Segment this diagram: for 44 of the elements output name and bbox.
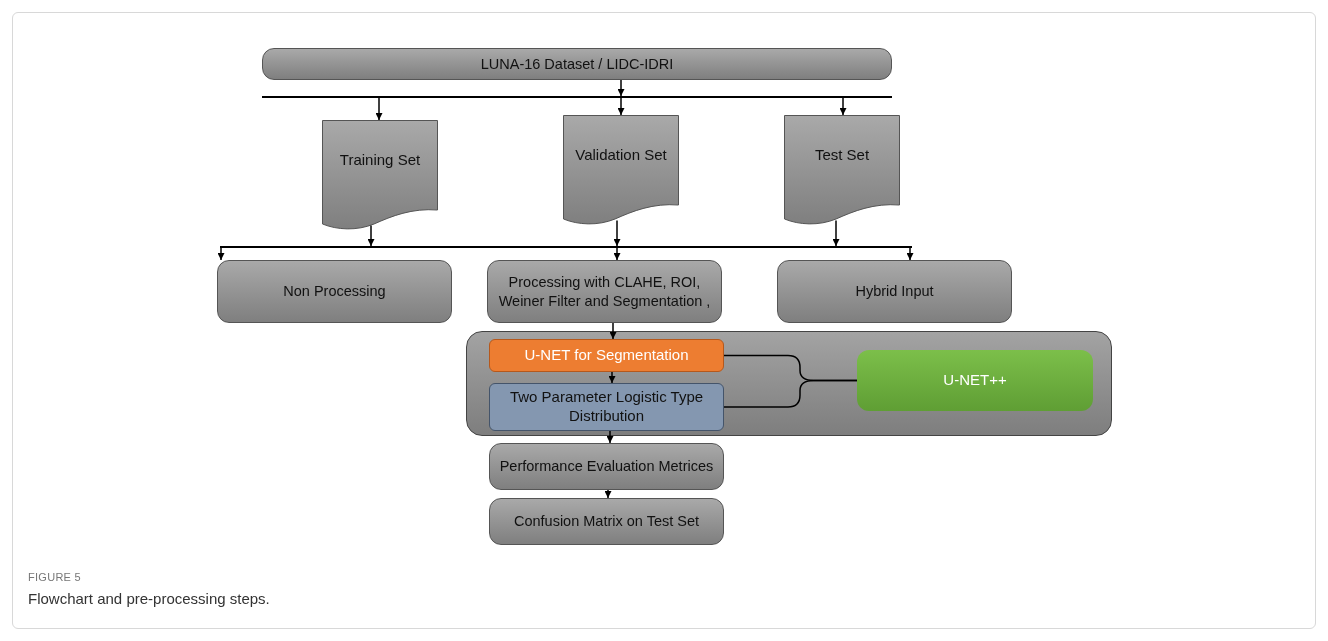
node-text: Non Processing (282, 282, 387, 301)
document-shape (784, 115, 900, 225)
process-box (489, 383, 724, 431)
node-text: Two Parameter Logistic Type Distribution (508, 388, 705, 426)
process-box (489, 443, 724, 490)
node-text: Test Set (813, 145, 871, 165)
node-text: U-NET for Segmentation (523, 346, 690, 365)
arrow (613, 247, 621, 261)
split-line (220, 246, 912, 248)
group-panel (466, 331, 1112, 436)
arrow (617, 97, 625, 116)
process-box (489, 498, 724, 545)
arrow (906, 247, 914, 261)
arrow (367, 224, 375, 247)
figure-label: FIGURE 5 (28, 570, 81, 585)
arrow (606, 430, 614, 444)
document-shape (563, 115, 679, 225)
process-box (262, 48, 892, 80)
node-text: Performance Evaluation Metrices (498, 457, 715, 476)
arrow (604, 489, 612, 499)
node-text: Confusion Matrix on Test Set (512, 512, 701, 531)
node-text: Processing with CLAHE, ROI, Weiner Filter and Segmentation , (497, 273, 712, 310)
arrow (839, 97, 847, 116)
document-shape (322, 120, 438, 230)
arrow (832, 219, 840, 247)
arrow (609, 322, 617, 340)
brace-connector (723, 379, 858, 408)
process-box (487, 260, 722, 323)
process-box (217, 260, 452, 323)
process-box (489, 339, 724, 372)
split-line (262, 96, 892, 98)
arrow (217, 247, 225, 261)
arrow (617, 79, 625, 97)
node-text: U-NET++ (942, 371, 1008, 390)
process-box (777, 260, 1012, 323)
node-text: Hybrid Input (854, 282, 935, 301)
arrow (608, 371, 616, 384)
arrow (613, 219, 621, 247)
node-text: Validation Set (574, 145, 668, 165)
node-text: LUNA-16 Dataset / LIDC-IDRI (479, 54, 675, 74)
process-box (857, 350, 1093, 411)
node-text: Training Set (338, 150, 422, 170)
arrow (375, 97, 383, 121)
caption: Flowchart and pre-processing steps. (28, 589, 270, 609)
